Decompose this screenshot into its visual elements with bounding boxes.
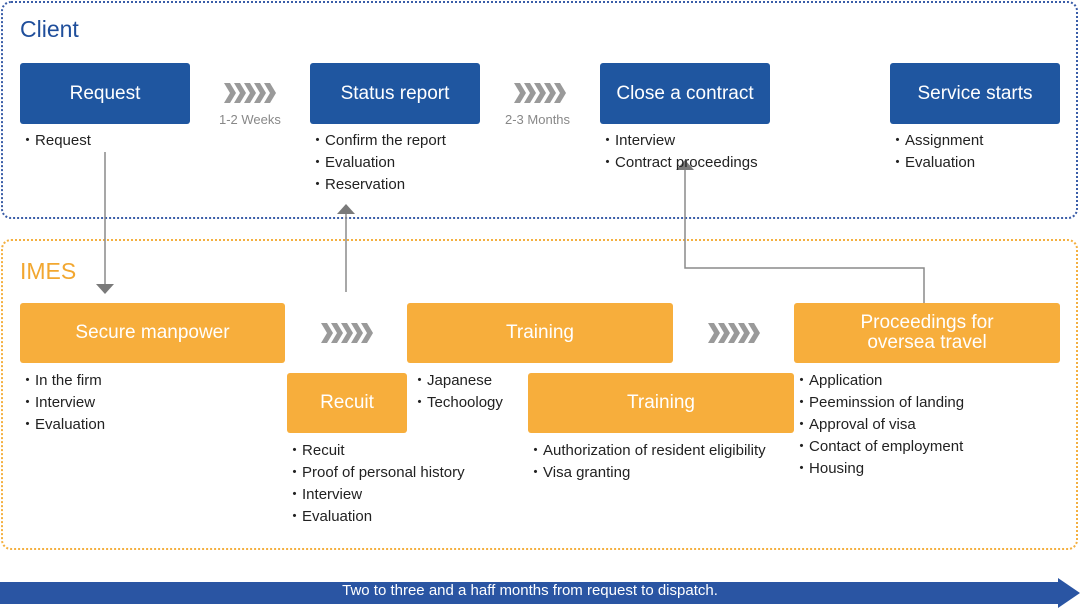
training-item-list: Japanese Techoology <box>412 370 503 414</box>
proceedings-label-line2: oversea travel <box>867 332 987 353</box>
proceedings-box: Proceedings for oversea travel <box>794 303 1060 363</box>
list-item: In the firm <box>20 370 105 392</box>
list-item: Assignment <box>890 130 983 152</box>
chevron-arrows-icon <box>321 323 373 343</box>
training-sub-label: Training <box>627 392 695 413</box>
step-service-starts-box: Service starts <box>890 63 1060 124</box>
training-sub-box: Training <box>528 373 794 433</box>
list-item: Evaluation <box>20 414 105 436</box>
list-item: Contact of employment <box>794 436 964 458</box>
list-item: Application <box>794 370 964 392</box>
interval-label-1: 1-2 Weeks <box>219 112 281 127</box>
timeline-arrow <box>0 578 1080 608</box>
list-item: Authorization of resident eligibility <box>528 440 766 462</box>
step-request-label: Request <box>69 82 141 104</box>
step-status-report-label: Status report <box>340 82 450 104</box>
list-item: Interview <box>287 484 465 506</box>
list-item: Request <box>20 130 91 152</box>
step-status-report-box: Status report <box>310 63 480 124</box>
request-item-list: Request <box>20 130 91 152</box>
step-request-box: Request <box>20 63 190 124</box>
status-report-item-list: Confirm the report Evaluation Reservatio… <box>310 130 446 196</box>
client-panel-title: Client <box>20 16 79 42</box>
training-label: Training <box>506 322 574 343</box>
list-item: Peeminssion of landing <box>794 392 964 414</box>
list-item: Approval of visa <box>794 414 964 436</box>
chevron-arrows-icon <box>224 83 276 103</box>
training-box: Training <box>407 303 673 363</box>
secure-manpower-box: Secure manpower <box>20 303 285 363</box>
proceedings-item-list: Application Peeminssion of landing Appro… <box>794 370 964 480</box>
list-item: Contract proceedings <box>600 152 758 174</box>
connector-proceedings-to-contract <box>684 170 925 303</box>
recruit-box: Recuit <box>287 373 407 433</box>
step-service-starts-label: Service starts <box>917 82 1033 104</box>
list-item: Proof of personal history <box>287 462 465 484</box>
list-item: Visa granting <box>528 462 766 484</box>
arrowhead-to-secure <box>96 284 114 294</box>
service-starts-item-list: Assignment Evaluation <box>890 130 983 174</box>
list-item: Techoology <box>412 392 503 414</box>
recruit-label: Recuit <box>320 392 374 413</box>
list-item: Confirm the report <box>310 130 446 152</box>
list-item: Evaluation <box>890 152 983 174</box>
list-item: Recuit <box>287 440 465 462</box>
recruit-item-list: Recuit Proof of personal history Intervi… <box>287 440 465 528</box>
list-item: Reservation <box>310 174 446 196</box>
client-panel <box>1 1 1078 219</box>
list-item: Evaluation <box>310 152 446 174</box>
list-item: Interview <box>600 130 758 152</box>
list-item: Japanese <box>412 370 503 392</box>
close-contract-item-list: Interview Contract proceedings <box>600 130 758 174</box>
training-sub-item-list: Authorization of resident eligibility Vi… <box>528 440 766 484</box>
imes-panel-title: IMES <box>20 258 77 284</box>
chevron-arrows-icon <box>514 83 566 103</box>
list-item: Evaluation <box>287 506 465 528</box>
interval-label-2: 2-3 Months <box>505 112 571 127</box>
list-item: Interview <box>20 392 105 414</box>
timeline-text: Two to three and a haff months from requ… <box>342 582 718 599</box>
imes-panel <box>1 239 1078 550</box>
arrowhead-to-status <box>337 204 355 214</box>
secure-manpower-label: Secure manpower <box>75 322 230 343</box>
step-close-contract-box: Close a contract <box>600 63 770 124</box>
chevron-arrows-icon <box>708 323 760 343</box>
step-close-contract-label: Close a contract <box>616 82 754 104</box>
proceedings-label-line1: Proceedings for <box>860 312 994 333</box>
secure-manpower-item-list: In the firm Interview Evaluation <box>20 370 105 436</box>
list-item: Housing <box>794 458 964 480</box>
